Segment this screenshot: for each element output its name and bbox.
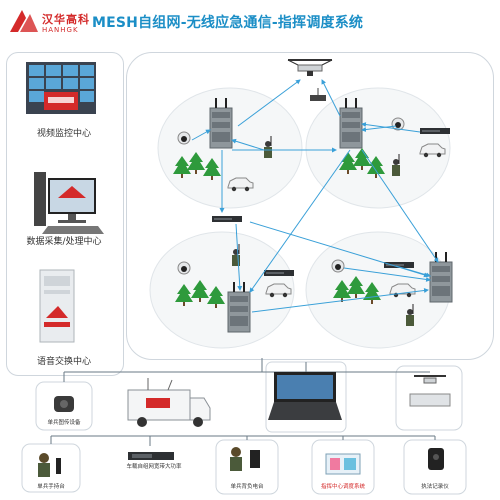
left-panel-item-video: 视频监控中心 [36,129,91,139]
vehicle-radio-icon [128,452,174,460]
drone-kit-icon [409,375,451,407]
left-panel-item-data: 数据采集/处理中心 [26,237,102,247]
dispatch-system-icon [325,453,361,475]
body-camera-icon [428,448,444,470]
imaging-device-icon [54,396,74,412]
left-panel-item-voice: 语音交换中心 [36,357,91,367]
logo-icon [10,10,38,32]
handheld-soldier-icon [38,453,61,477]
device-label-vehicle-radio: 车载自组网宽带大功率 [126,464,182,470]
logo-subtext: HANHGK [42,26,79,34]
device-label-backpack: 单兵背负电台 [230,484,264,490]
logo-text: 汉华高科 [42,13,90,26]
command-vehicle-icon [127,378,211,427]
device-label-handheld: 单兵手持台 [37,484,65,490]
left-panel [6,52,124,376]
company-logo: 汉华高科 HANHGK [8,6,90,36]
device-box-drone-controller [395,365,463,431]
device-label-imaging: 单兵图传设备 [47,420,81,426]
backpack-soldier-icon [230,447,260,471]
mesh-network-panel [126,52,494,360]
device-box-laptop-console [265,361,347,433]
device-label-recorder: 执法记录仪 [421,484,449,490]
device-label-dispatch: 指挥中心调度系统 [320,484,365,490]
laptop-console-icon [268,372,342,420]
page-title: MESH自组网-无线应急通信-指挥调度系统 [92,15,364,31]
header: 汉华高科 HANHGK MESH自组网-无线应急通信-指挥调度系统 [0,0,500,40]
